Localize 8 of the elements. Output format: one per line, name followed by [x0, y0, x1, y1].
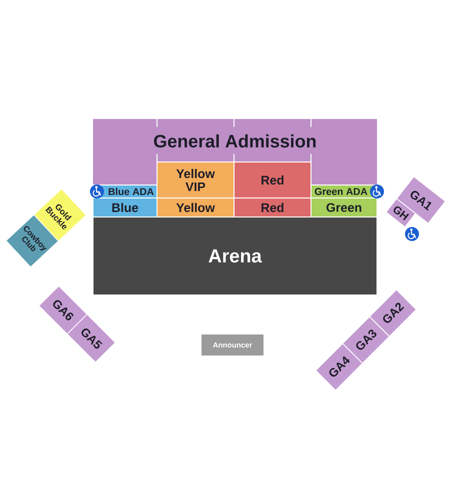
seating-section: Red [234, 162, 312, 198]
seating-section: Yellow VIP [156, 162, 234, 198]
seating-section: Yellow [156, 198, 234, 218]
seating-section: Green ADA [310, 184, 378, 198]
arena-floor: Arena [92, 216, 378, 296]
seating-section: Blue [92, 198, 158, 218]
seating-section: Red [234, 198, 312, 218]
seating-section: Green [310, 198, 378, 218]
